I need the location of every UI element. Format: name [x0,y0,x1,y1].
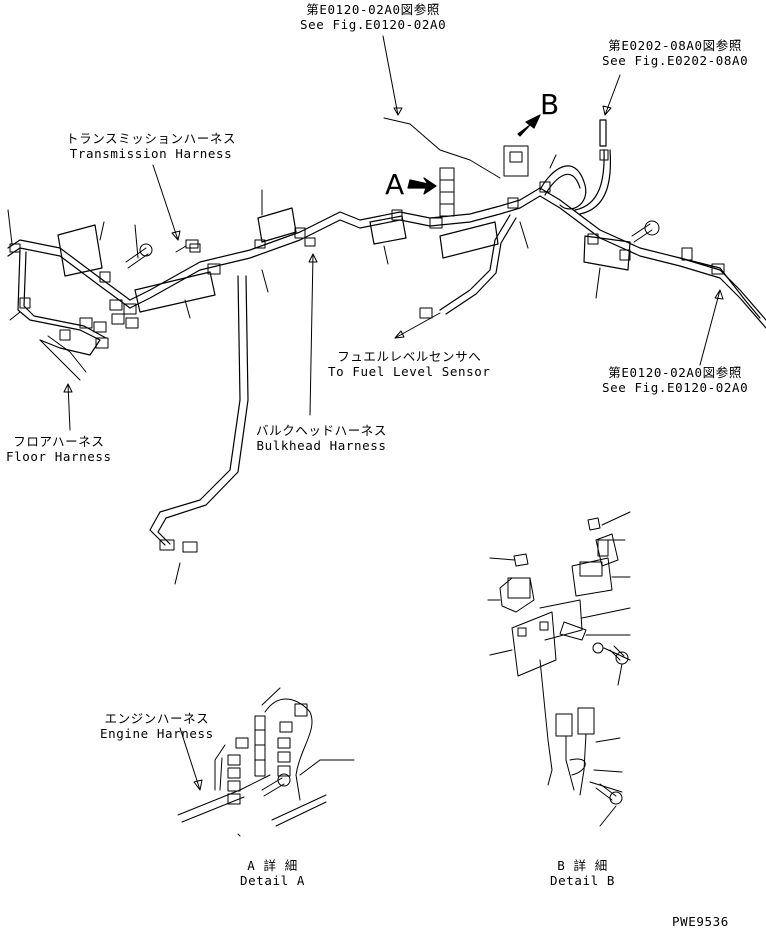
ref-label-right-jp: 第E0120-02A0図参照 [608,365,742,380]
ref-label-top-center-jp: 第E0120-02A0図参照 [306,2,440,17]
view-arrows [408,115,540,194]
detail-a-drawing [178,688,354,836]
ref-label-top-center-en: See Fig.E0120-02A0 [300,17,447,32]
bulkhead-harness-label: バルクヘッドハーネス Bulkhead Harness [256,423,387,453]
fuel-level-sensor-label-en: To Fuel Level Sensor [328,364,491,379]
harness-clamps [10,146,724,552]
floor-harness-label: フロアハーネス Floor Harness [6,434,112,464]
drawing-code: PWE9536 [672,914,729,929]
ref-label-top-right-jp: 第E0202-08A0図参照 [608,38,742,53]
transmission-harness-label-en: Transmission Harness [69,146,233,161]
fuel-level-sensor-label-jp: フュエルレベルセンサへ [337,349,482,364]
floor-harness-label-en: Floor Harness [6,449,112,464]
engine-harness-label: エンジンハーネス Engine Harness [100,711,214,741]
ref-label-right: 第E0120-02A0図参照 See Fig.E0120-02A0 [602,365,748,395]
detail-b-label-en: Detail B [550,873,616,888]
detail-b-label-jp: B 詳 細 [557,858,608,873]
detail-b-label: B 詳 細 Detail B [550,858,615,888]
ref-label-top-right: 第E0202-08A0図参照 See Fig.E0202-08A0 [602,38,748,68]
view-marker-a: A [385,168,405,201]
detail-a-label-en: Detail A [240,873,306,888]
detail-b-drawing [500,518,628,804]
ref-label-right-en: See Fig.E0120-02A0 [602,380,749,395]
fuel-level-sensor-label: フュエルレベルセンサへ To Fuel Level Sensor [328,349,491,379]
bolts [126,221,659,268]
tag-plates [58,208,630,312]
detail-a-label: A 詳 細 Detail A [240,858,305,888]
detail-b-leaders [488,512,630,826]
detail-a-label-jp: A 詳 細 [247,858,298,873]
leader-lines [8,36,723,584]
bulkhead-harness-label-en: Bulkhead Harness [256,438,387,453]
engine-harness-label-en: Engine Harness [100,726,214,741]
floor-harness-label-jp: フロアハーネス [13,434,105,449]
ref-label-top-right-en: See Fig.E0202-08A0 [602,53,749,68]
bulkhead-harness-label-jp: バルクヘッドハーネス [256,423,388,438]
transmission-harness-label: トランスミッションハーネス Transmission Harness [66,131,236,161]
view-marker-b: B [540,88,560,121]
transmission-harness-label-jp: トランスミッションハーネス [66,131,237,146]
ref-label-top-center: 第E0120-02A0図参照 See Fig.E0120-02A0 [300,2,446,32]
floor-connectors [20,298,138,380]
engine-harness-label-jp: エンジンハーネス [104,711,210,726]
